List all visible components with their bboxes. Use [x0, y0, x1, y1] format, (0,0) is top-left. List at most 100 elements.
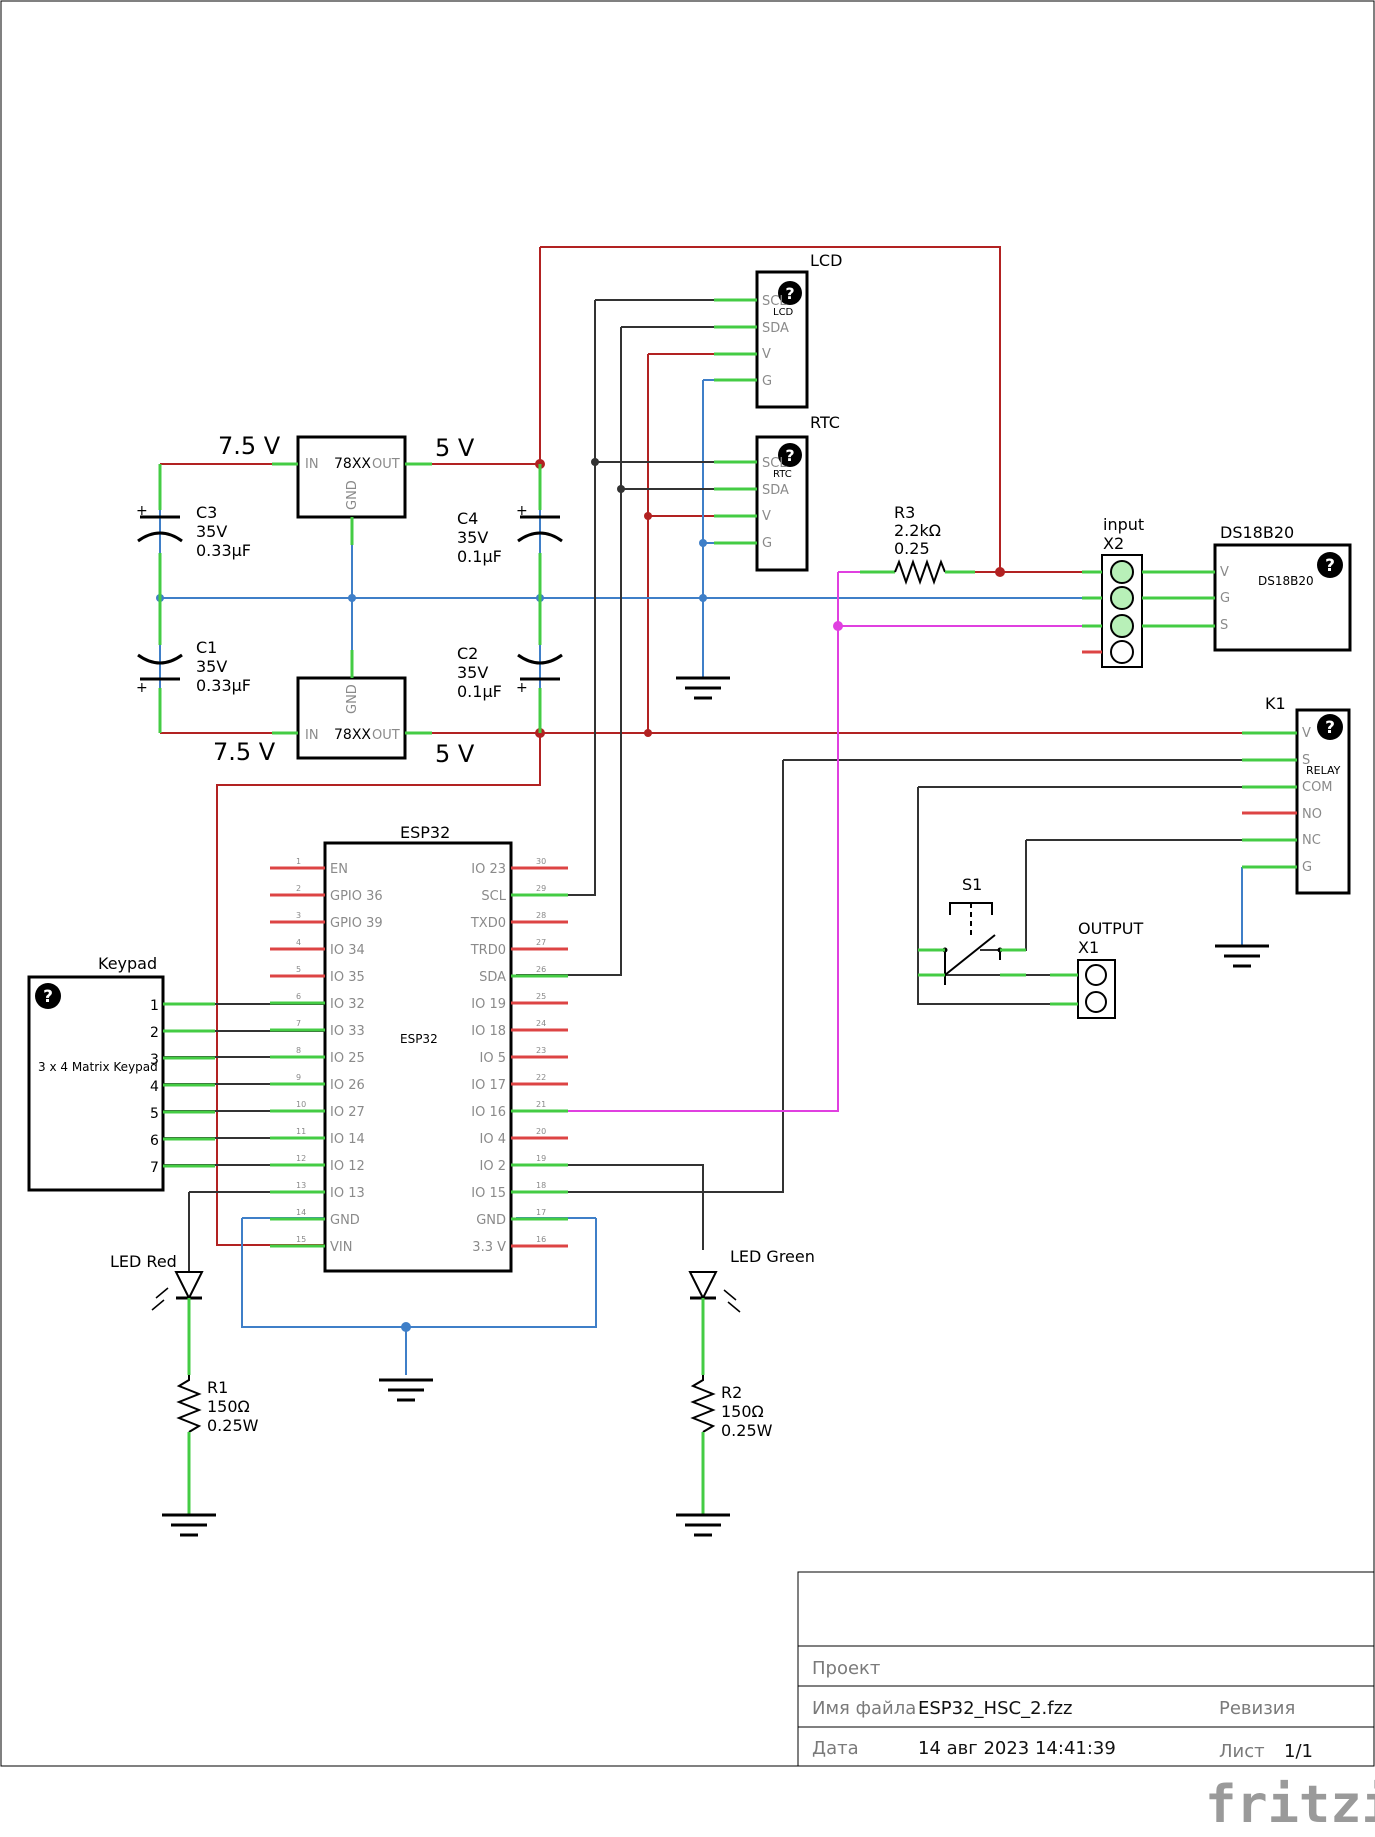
r3-power: 0.25	[894, 539, 930, 558]
k1-inner: RELAY	[1306, 764, 1341, 777]
esp32-right-pin-label: TRD0	[470, 943, 506, 958]
r1-power: 0.25W	[207, 1416, 259, 1435]
esp32-right-pin-number: 16	[536, 1235, 546, 1244]
capacitor-c1: + C1 35V 0.33µF	[136, 638, 251, 696]
x1-name: X1	[1078, 938, 1099, 957]
esp32-left-pin-label: IO 25	[330, 1051, 365, 1066]
tb-filename-label: Имя файла	[812, 1698, 916, 1719]
c4-value: 0.1µF	[457, 547, 502, 566]
esp32-right-pin-label: IO 4	[480, 1132, 506, 1147]
rtc-pin-scl: SCL	[762, 456, 787, 471]
svg-text:+: +	[136, 680, 148, 696]
ds-pin-g: G	[1220, 591, 1230, 606]
esp32-left-pin-number: 8	[296, 1046, 301, 1055]
esp32-left-pin-label: IO 13	[330, 1186, 365, 1201]
tb-revision-label: Ревизия	[1219, 1698, 1295, 1719]
ground-icon	[379, 1378, 433, 1402]
keypad-pin-label: 4	[150, 1079, 159, 1095]
keypad-pin-label: 2	[150, 1025, 159, 1041]
esp32-left-pin-label: VIN	[330, 1240, 352, 1255]
r2-value: 150Ω	[721, 1402, 764, 1421]
pin-stubs	[158, 298, 1297, 1006]
k1-name: K1	[1265, 694, 1286, 713]
c2-name: C2	[457, 644, 478, 663]
rtc-pin-sda: SDA	[762, 483, 789, 498]
keypad-title: Keypad	[98, 954, 157, 973]
esp32-right-pin-label: IO 23	[471, 862, 506, 877]
reg-bottom-name: 78XX	[334, 727, 371, 743]
reg-top-gnd: GND	[345, 480, 360, 510]
reg-bottom-out: OUT	[372, 728, 400, 743]
reg-top-name: 78XX	[334, 456, 371, 472]
esp32-left-pin-label: GPIO 39	[330, 916, 383, 931]
regulator-bottom: 78XX IN OUT GND 7.5 V 5 V	[213, 676, 475, 768]
esp32-left-pin-number: 7	[296, 1019, 301, 1028]
fritzing-logo: fritzing	[1205, 1775, 1375, 1835]
esp32-title: ESP32	[400, 823, 450, 842]
resistor-r2: R2 150Ω 0.25W	[690, 1375, 773, 1515]
help-icon	[1317, 552, 1343, 578]
reg-bottom-gnd: GND	[345, 684, 360, 714]
esp32-right-pin-label: IO 18	[471, 1024, 506, 1039]
esp32-left-pin-number: 2	[296, 884, 301, 893]
esp32-right-pin-label: IO 16	[471, 1105, 506, 1120]
s1-name: S1	[962, 875, 982, 894]
junction-dots	[156, 458, 1005, 1332]
esp32-right-pin-number: 30	[536, 857, 546, 866]
keypad-pin-label: 6	[150, 1133, 159, 1149]
regulator-top: 78XX IN OUT GND 7.5 V 5 V	[218, 432, 475, 519]
r3-name: R3	[894, 503, 915, 522]
esp32-left-pin-number: 6	[296, 992, 301, 1001]
esp32-right-pin-label: SDA	[479, 970, 506, 985]
keypad-pin-label: 3	[150, 1052, 159, 1068]
tb-filename-value: ESP32_HSC_2.fzz	[918, 1698, 1073, 1719]
esp32-left-pin-label: IO 34	[330, 943, 365, 958]
c3-voltage: 35V	[196, 522, 227, 541]
sheet-frame	[0, 0, 1375, 1767]
rtc-pin-v: V	[762, 509, 771, 524]
c2-value: 0.1µF	[457, 682, 502, 701]
lcd-pin-scl: SCL	[762, 294, 787, 309]
esp32-right-pin-label: SCL	[481, 889, 506, 904]
svg-text:+: +	[136, 503, 148, 519]
keypad-inner: 3 x 4 Matrix Keypad	[38, 1060, 158, 1074]
c1-value: 0.33µF	[196, 676, 251, 695]
reg-top-out: OUT	[372, 457, 400, 472]
r2-power: 0.25W	[721, 1421, 773, 1440]
esp32-left-pin-label: IO 35	[330, 970, 365, 985]
connector-x1: OUTPUT X1	[1077, 919, 1143, 1019]
svg-text:+: +	[516, 680, 528, 696]
lcd-inner-label: LCD	[773, 307, 794, 318]
esp32-right-pin-number: 27	[536, 938, 546, 947]
ds18b20-inner: DS18B20	[1258, 574, 1314, 588]
led-green: LED Green	[688, 1247, 815, 1375]
esp32-left-pin-label: IO 12	[330, 1159, 365, 1174]
ground-icon	[1215, 944, 1269, 968]
x1-title: OUTPUT	[1078, 919, 1143, 938]
c1-name: C1	[196, 638, 217, 657]
resistor-r1: R1 150Ω 0.25W	[176, 1375, 259, 1515]
esp32-left-pin-number: 9	[296, 1073, 301, 1082]
tb-date-label: Дата	[812, 1738, 859, 1759]
led-red: LED Red	[110, 1252, 204, 1375]
reg-top-vout: 5 V	[435, 434, 475, 462]
k1-pin-s: S	[1302, 753, 1310, 768]
k1-pin-g: G	[1302, 860, 1312, 875]
esp32-left-pin-number: 11	[296, 1127, 306, 1136]
c2-voltage: 35V	[457, 663, 488, 682]
esp32-left-pin-label: GPIO 36	[330, 889, 383, 904]
svg-text:?: ?	[1325, 718, 1335, 738]
esp32-left-pin-label: IO 33	[330, 1024, 365, 1039]
esp32-left-pin-label: IO 27	[330, 1105, 365, 1120]
esp32-right-pin-label: 3.3 V	[472, 1240, 506, 1255]
lcd-module: LCD ? LCD SCL SDA V G	[755, 251, 842, 409]
svg-text:?: ?	[43, 987, 53, 1007]
ds18b20-title: DS18B20	[1220, 523, 1294, 542]
esp32-right-pin-label: IO 2	[480, 1159, 506, 1174]
capacitor-c3: + C3 35V 0.33µF	[136, 503, 251, 560]
keypad-pin-label: 1	[150, 998, 159, 1014]
